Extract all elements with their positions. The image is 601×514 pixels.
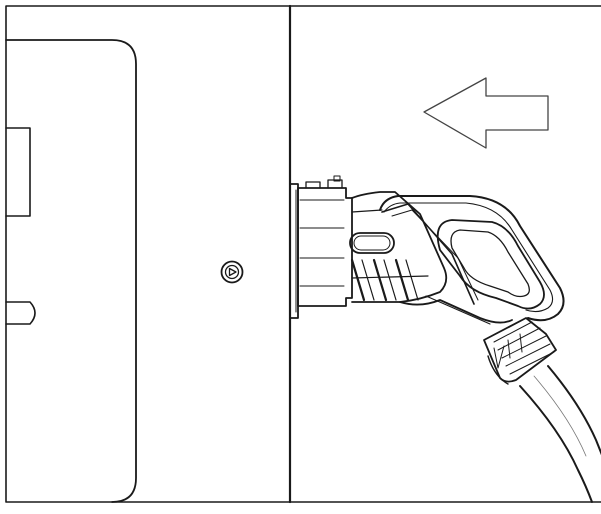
socket-mount [289, 183, 299, 319]
panel-button-icon [220, 260, 244, 284]
charging-cable [519, 365, 601, 503]
insert-direction-arrow [423, 77, 549, 149]
charging-station-panel [5, 39, 137, 503]
station-frame [5, 4, 601, 504]
cable-gland [483, 317, 557, 385]
charging-connector [297, 175, 565, 325]
